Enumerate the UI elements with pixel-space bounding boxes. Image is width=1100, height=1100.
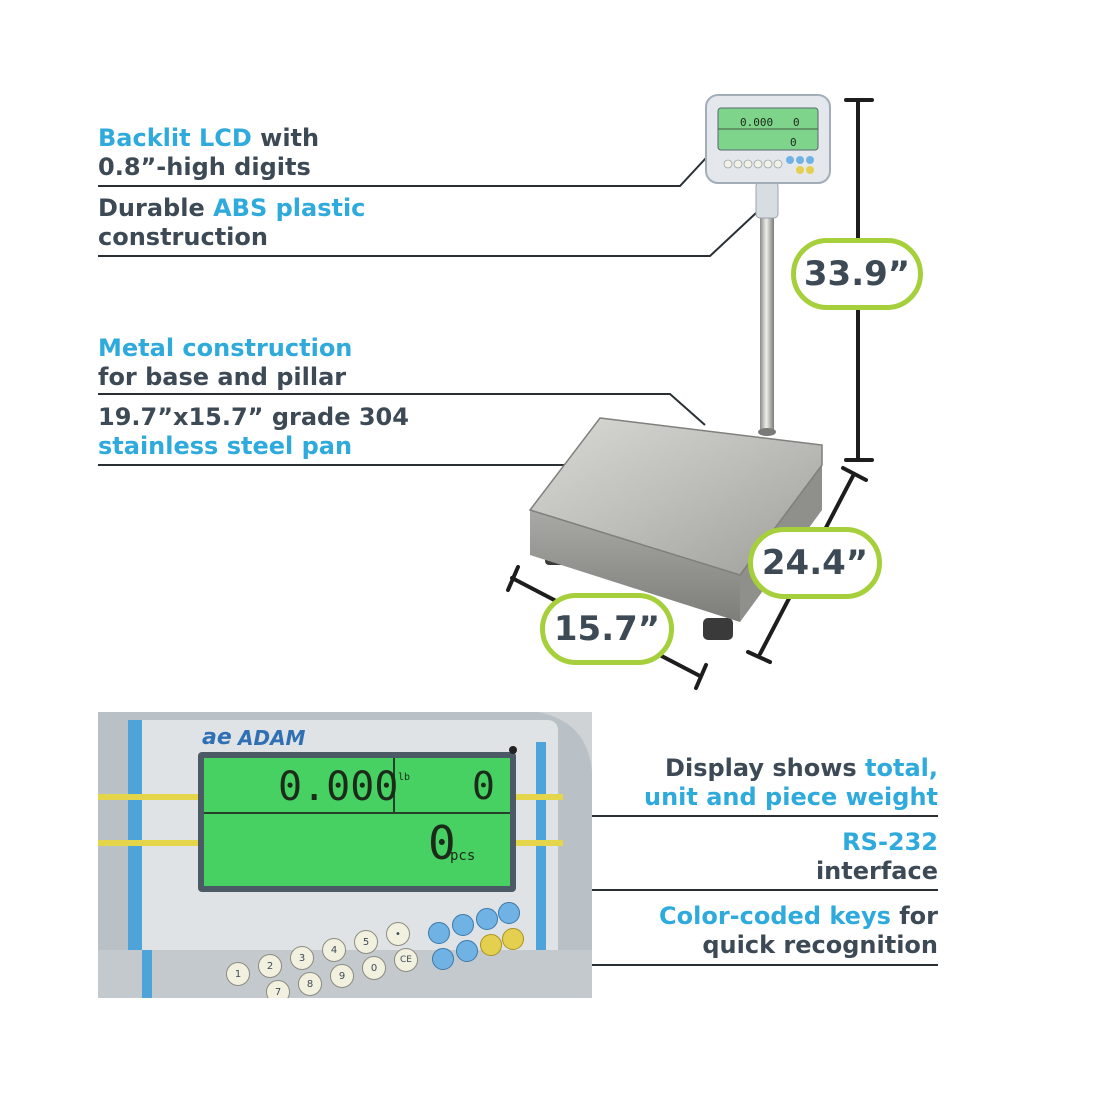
lcd-count-value: 0 [428, 816, 456, 870]
lcd-unit-weight-value: 0 [472, 764, 495, 808]
numeric-key[interactable]: • [386, 922, 410, 946]
feature-text: Durable [98, 194, 214, 222]
feature-highlight: stainless steel pan [98, 432, 353, 460]
leader-line-metal [98, 393, 706, 426]
display-closeup-art: ae [98, 712, 592, 998]
numeric-key-label: 0 [370, 962, 378, 974]
numeric-key[interactable]: 7 [266, 980, 290, 998]
feature-abs-plastic: Durable ABS plastic construction [98, 194, 365, 252]
numeric-key[interactable]: CE [394, 948, 418, 972]
numeric-key[interactable]: 0 [362, 956, 386, 980]
feature-text: with [251, 124, 320, 152]
numeric-key-label: 2 [266, 960, 274, 972]
feature-text: 19.7”x15.7” grade 304 [98, 403, 409, 431]
leader-line-lcd [98, 144, 719, 187]
svg-text:0.000: 0.000 [740, 116, 773, 129]
numeric-key-label: CE [400, 955, 412, 965]
leader-line-abs [98, 199, 771, 257]
feature-backlit-lcd: Backlit LCD with 0.8”-high digits [98, 124, 319, 182]
feature-stainless-pan: 19.7”x15.7” grade 304 stainless steel pa… [98, 403, 409, 461]
feature-text: quick recognition [702, 931, 938, 959]
feature-highlight: Color-coded keys [659, 902, 891, 930]
numeric-key-label: 9 [338, 970, 346, 982]
function-key[interactable] [428, 922, 450, 944]
numeric-key-label: 7 [274, 986, 282, 998]
feature-text: interface [815, 857, 938, 885]
feature-text: construction [98, 223, 268, 251]
feature-text: 0.8”-high digits [98, 153, 311, 181]
function-key[interactable] [456, 940, 478, 962]
function-key[interactable] [452, 914, 474, 936]
feature-rs232: RS-232 interface [816, 828, 938, 886]
feature-color-keys: Color-coded keys for quick recognition [659, 902, 938, 960]
numeric-key[interactable]: 9 [330, 964, 354, 988]
feature-text: for base and pillar [98, 363, 347, 391]
feature-highlight: Metal construction [98, 334, 353, 362]
feature-text: Display shows [665, 754, 866, 782]
zero-key[interactable] [502, 928, 524, 950]
lcd-weight-unit: lb [398, 772, 411, 783]
numeric-key[interactable]: 3 [290, 946, 314, 970]
numeric-key[interactable]: 2 [258, 954, 282, 978]
numeric-key[interactable]: 1 [226, 962, 250, 986]
feature-text: for [890, 902, 938, 930]
feature-highlight: total, [865, 754, 938, 782]
scale-pillar [755, 181, 779, 436]
svg-text:ae: ae [202, 725, 232, 750]
svg-text:0: 0 [793, 116, 800, 129]
lcd-weight-value: 0.000 [278, 764, 399, 810]
numeric-key-label: 4 [330, 944, 338, 956]
feature-highlight: Backlit LCD [98, 124, 252, 152]
numeric-key-label: • [395, 928, 401, 940]
svg-text:0: 0 [790, 136, 797, 149]
dimension-height-label: 33.9” [803, 254, 911, 294]
numeric-key-label: 1 [234, 968, 242, 980]
feature-display-shows: Display shows total, unit and piece weig… [644, 754, 938, 812]
dimension-width-badge: 15.7” [540, 593, 674, 665]
numeric-key[interactable]: 5 [354, 930, 378, 954]
feature-metal-construction: Metal construction for base and pillar [98, 334, 352, 392]
feature-highlight: RS-232 [842, 828, 938, 856]
dimension-width-label: 15.7” [553, 609, 661, 649]
brand-logo-text: ADAM [238, 726, 306, 750]
tare-key[interactable] [480, 934, 502, 956]
function-key[interactable] [498, 902, 520, 924]
indicator-head: 0.000 0 0 [705, 94, 831, 184]
feature-highlight: unit and piece weight [644, 783, 938, 811]
numeric-key-label: 8 [306, 978, 314, 990]
function-key[interactable] [432, 948, 454, 970]
feature-highlight: ABS plastic [213, 194, 366, 222]
dimension-depth-label: 24.4” [761, 543, 869, 583]
dimension-depth-badge: 24.4” [748, 527, 882, 599]
display-closeup: ae ADAM 0.000 lb 0 0 pcs 1 2 3 4 5 • 7 8… [98, 712, 592, 998]
numeric-key-label: 3 [298, 952, 306, 964]
lcd-count-unit: pcs [450, 848, 476, 864]
numeric-key-label: 5 [362, 936, 370, 948]
dimension-height-badge: 33.9” [791, 238, 923, 310]
function-key[interactable] [476, 908, 498, 930]
numeric-key[interactable]: 4 [322, 938, 346, 962]
numeric-key[interactable]: 8 [298, 972, 322, 996]
